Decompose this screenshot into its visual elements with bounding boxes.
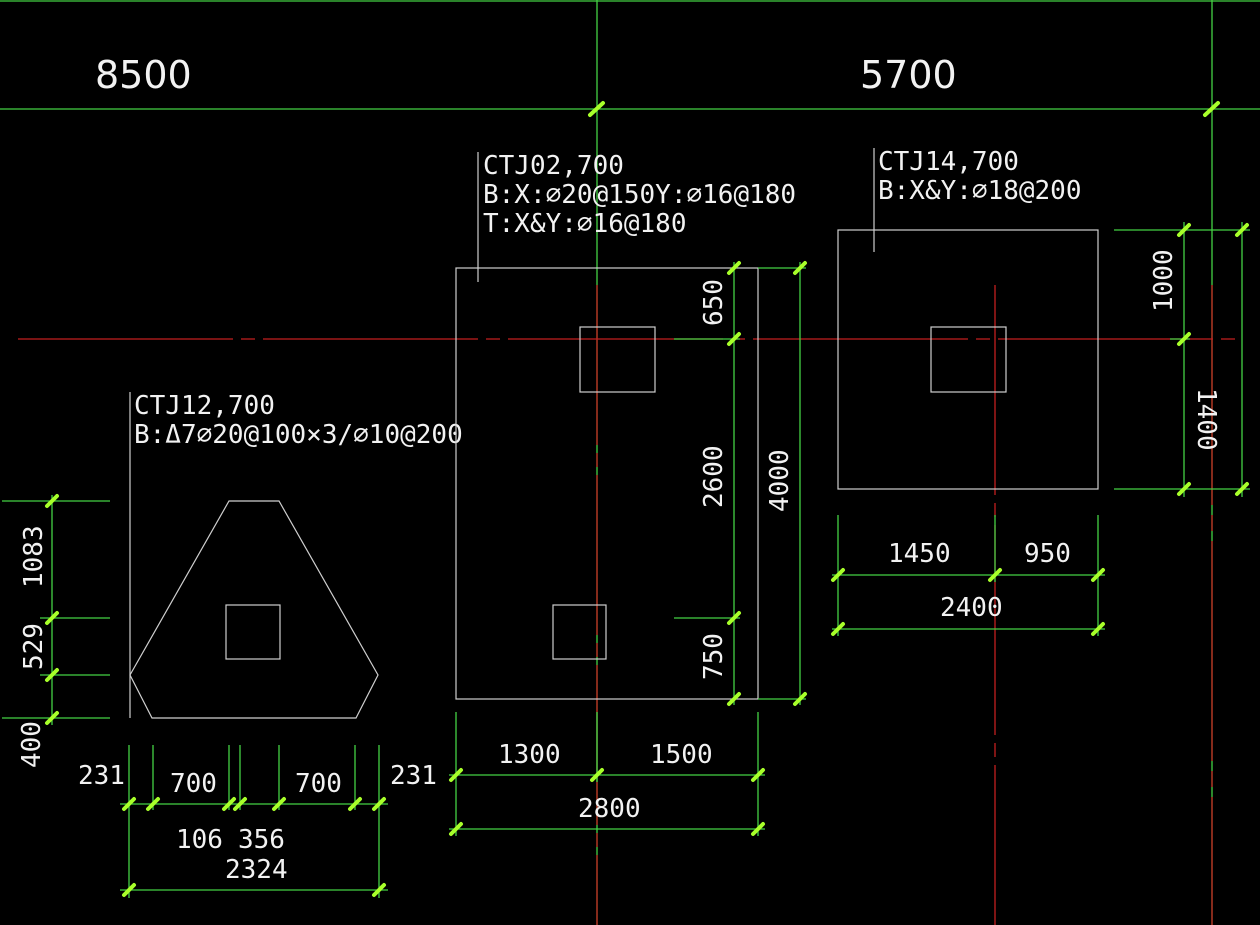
- ctj02-dim-b1: 1300: [498, 740, 561, 770]
- ctj14-dim-v2: 1400: [1191, 388, 1221, 451]
- ctj14-dimensions: 1000 1400 1450 950 2400: [831, 222, 1250, 636]
- ctj02-title: CTJ02,700: [483, 151, 624, 181]
- ctj02-dim-v2: 2600: [699, 445, 729, 508]
- ctj02-rebar-t: T:X&Y:⌀16@180: [483, 209, 687, 239]
- ctj12-dim-i2: 356: [238, 825, 285, 855]
- ctj12-dim-b2: 700: [170, 769, 217, 799]
- ctj14-title: CTJ14,700: [878, 147, 1019, 177]
- ctj14-dim-v1: 1000: [1149, 249, 1179, 312]
- ctj14-dim-total: 2400: [940, 593, 1003, 623]
- ctj12-rebar-b: B:Δ7⌀20@100×3/⌀10@200: [134, 420, 463, 450]
- ctj12-dim-total: 2324: [225, 855, 288, 885]
- ctj12-outline: [129, 500, 379, 719]
- ctj12-dim-b4: 231: [390, 761, 437, 791]
- ctj02-dim-v3: 750: [699, 633, 729, 680]
- ctj02-outline: [455, 267, 759, 700]
- ctj14-dim-b2: 950: [1024, 539, 1071, 569]
- ctj12-column: [225, 604, 281, 660]
- ctj12-dim-b1: 231: [78, 761, 125, 791]
- span-label-left: 8500: [95, 53, 192, 97]
- axis-lines: [18, 285, 1240, 925]
- ctj14-rebar-b: B:X&Y:⌀18@200: [878, 176, 1082, 206]
- ctj02-dim-vtotal: 4000: [765, 449, 795, 512]
- ctj02-dimensions: 650 2600 750 4000 1300 1500 2800: [449, 261, 807, 836]
- footing-ctj12[interactable]: CTJ12,700 B:Δ7⌀20@100×3/⌀10@200: [129, 391, 463, 719]
- ctj02-dim-total: 2800: [578, 794, 641, 824]
- ctj12-dimensions: 1083 529 400 231 700 700 231 106 356 232…: [2, 494, 437, 898]
- ctj02-dim-b2: 1500: [650, 740, 713, 770]
- ctj02-column-top: [579, 326, 656, 393]
- ctj02-rebar-b: B:X:⌀20@150Y:⌀16@180: [483, 180, 796, 210]
- ctj12-dim-v3: 400: [17, 721, 47, 768]
- ctj14-dim-b1: 1450: [888, 539, 951, 569]
- ctj12-dim-i1: 106: [176, 825, 223, 855]
- ctj12-dim-b3: 700: [295, 769, 342, 799]
- ctj12-dim-v2: 529: [19, 623, 49, 670]
- ctj14-outline: [837, 229, 1099, 490]
- ctj12-dim-v1: 1083: [19, 525, 49, 588]
- ctj14-column: [930, 326, 1007, 393]
- span-label-right: 5700: [860, 53, 957, 97]
- ctj12-title: CTJ12,700: [134, 391, 275, 421]
- footing-ctj14[interactable]: CTJ14,700 B:X&Y:⌀18@200: [837, 147, 1099, 490]
- footing-ctj02[interactable]: CTJ02,700 B:X:⌀20@150Y:⌀16@180 T:X&Y:⌀16…: [455, 151, 796, 700]
- ctj02-dim-v1: 650: [699, 279, 729, 326]
- ctj02-column-bottom: [552, 604, 607, 660]
